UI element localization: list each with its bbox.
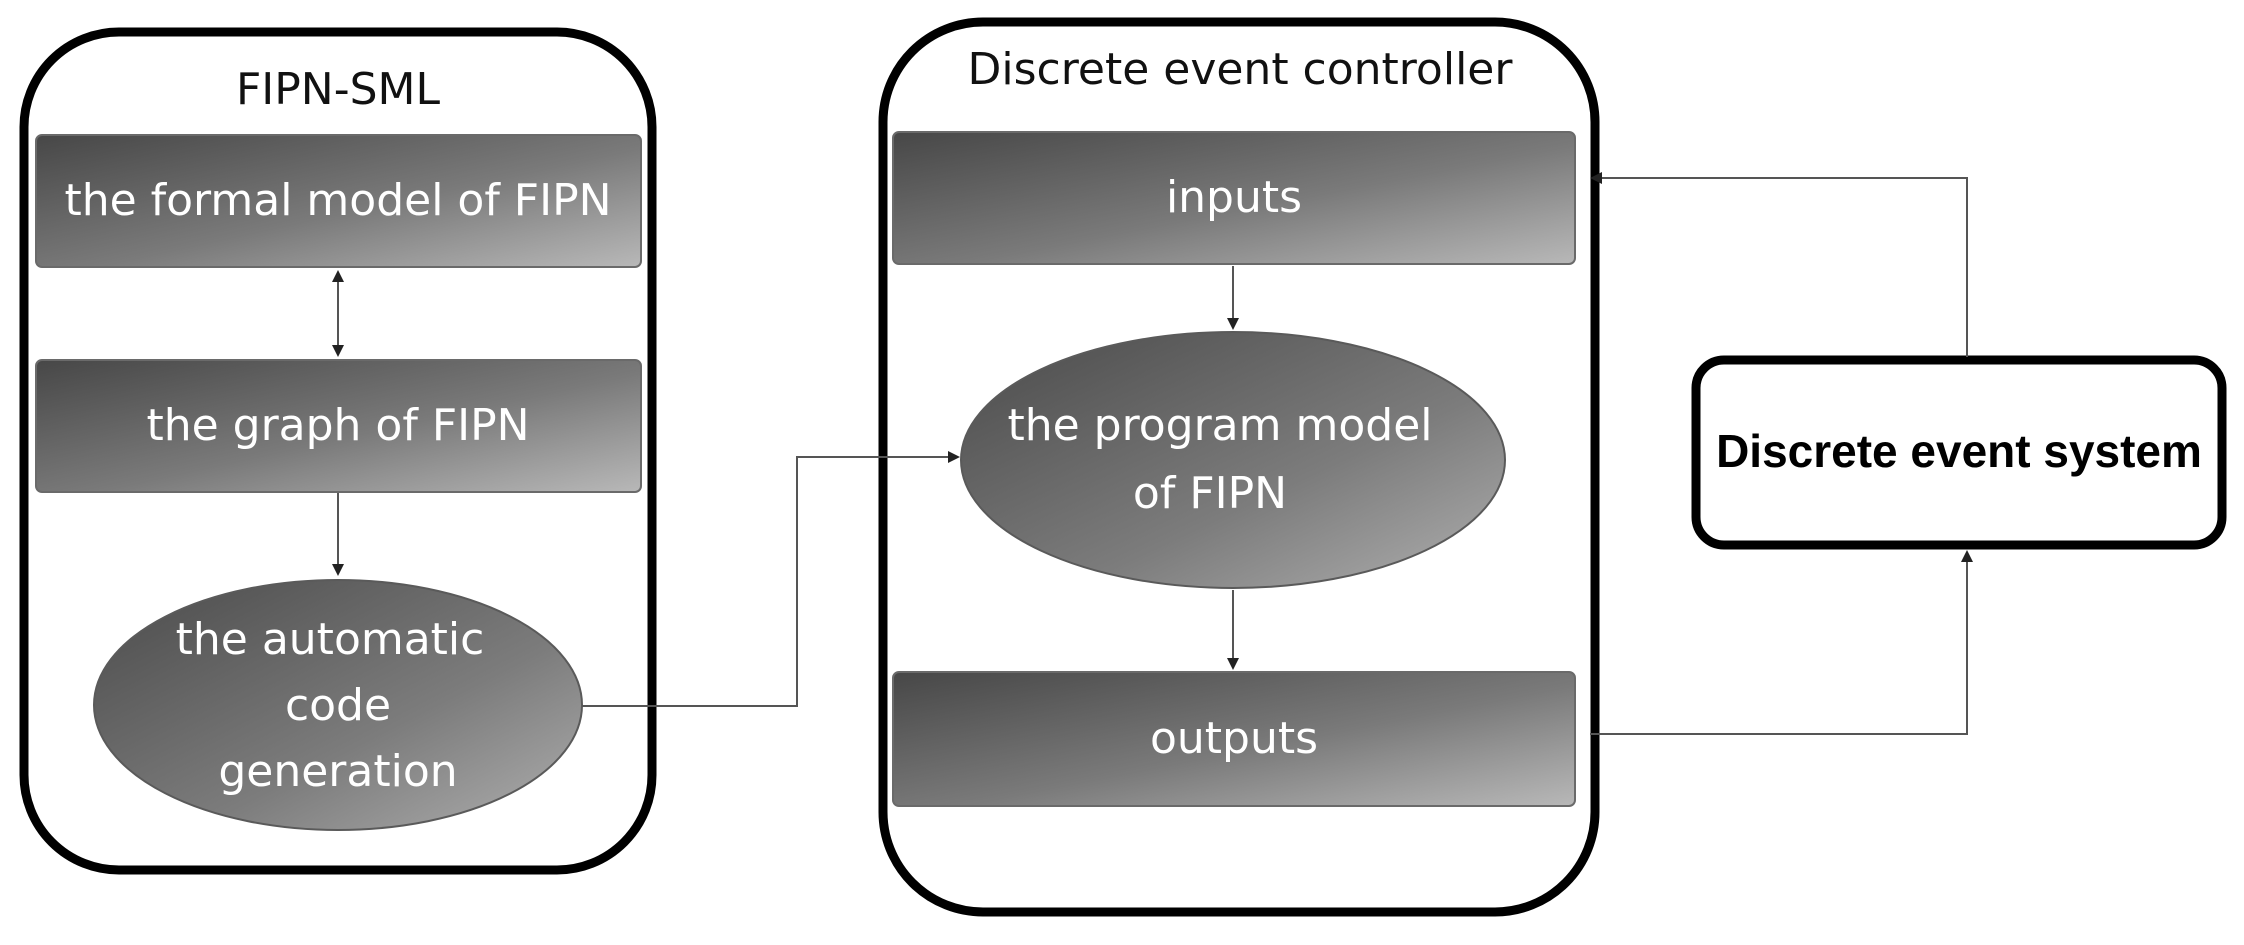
codegen-to-program-connector	[582, 451, 960, 707]
system-frame[interactable]	[1691, 355, 2227, 550]
graph-block[interactable]	[35, 359, 642, 493]
program-model-label-line-1: the program model	[1007, 400, 1432, 451]
system-to-inputs-connector	[1590, 172, 1968, 357]
program-model-ellipse[interactable]	[960, 331, 1506, 589]
system-label: Discrete event system	[1716, 425, 2202, 477]
outputs-to-system-connector	[1590, 550, 1973, 735]
codegen-label-line-1: the automatic	[176, 614, 485, 665]
formal-model-label: the formal model of FIPN	[64, 175, 611, 226]
program-model-label-line-2: of FIPN	[1133, 468, 1287, 519]
inputs-label: inputs	[1166, 172, 1302, 223]
graph-label: the graph of FIPN	[146, 400, 529, 451]
fipn-sml-title: FIPN-SML	[236, 64, 441, 115]
fipn-sml-panel: FIPN-SML the formal model of FIPN the gr…	[19, 27, 657, 875]
inputs-block[interactable]	[892, 131, 1576, 265]
controller-title: Discrete event controller	[968, 44, 1514, 95]
outputs-label: outputs	[1150, 713, 1318, 764]
system-panel: Discrete event system	[1691, 355, 2227, 550]
codegen-label-line-2: code	[285, 680, 391, 731]
codegen-label-line-3: generation	[218, 746, 457, 797]
formal-model-block[interactable]	[35, 134, 642, 268]
controller-panel: Discrete event controller inputs the pro…	[878, 17, 1600, 917]
outputs-block[interactable]	[892, 671, 1576, 807]
